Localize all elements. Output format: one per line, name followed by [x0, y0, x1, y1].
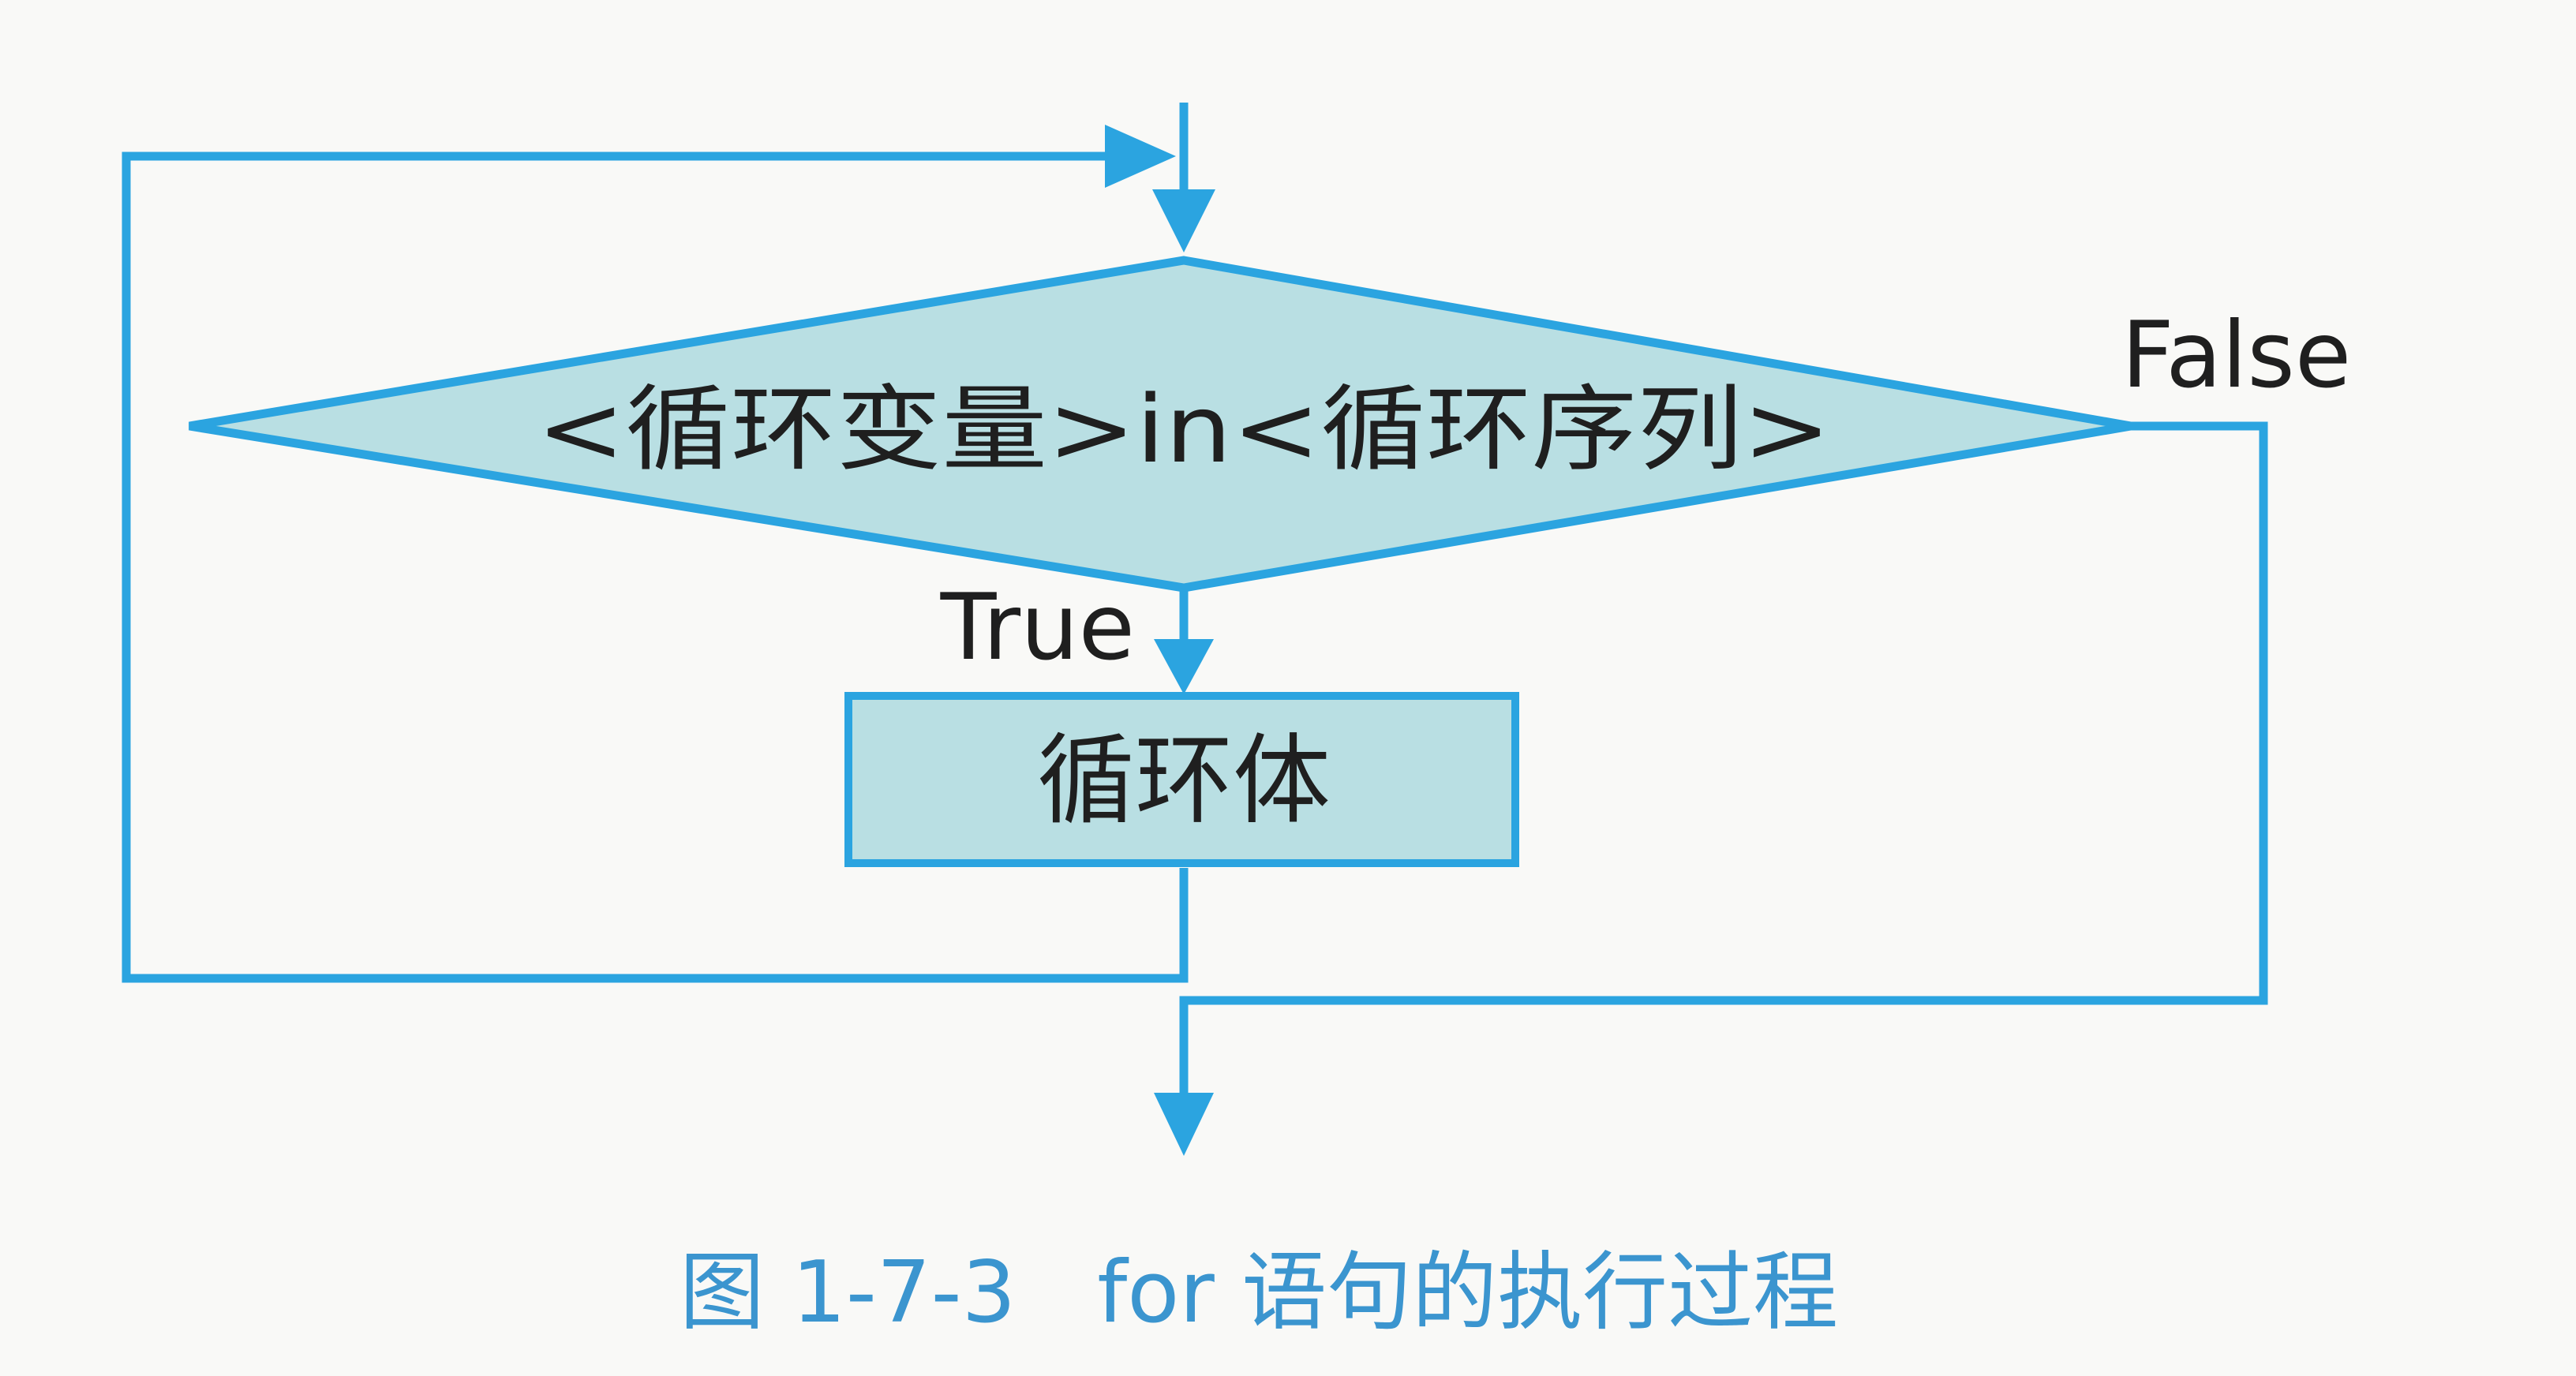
- false-label: False: [2121, 302, 2351, 409]
- loop-back-line: [122, 151, 1189, 983]
- loop-back-arrowhead: [1105, 125, 1176, 188]
- figure-caption: 图 1-7-3 for 语句的执行过程: [680, 1243, 1838, 1342]
- exit-arrowhead: [1154, 1093, 1214, 1156]
- false-branch-line: [1179, 421, 2268, 1093]
- true-label: True: [940, 574, 1135, 681]
- true-branch-arrowhead: [1154, 639, 1214, 694]
- condition-text: <循环变量>in<循环序列>: [537, 375, 1831, 484]
- entry-arrowhead: [1152, 189, 1215, 252]
- loop-body-text: 循环体: [1037, 724, 1331, 838]
- loop-body-box: [844, 692, 1519, 867]
